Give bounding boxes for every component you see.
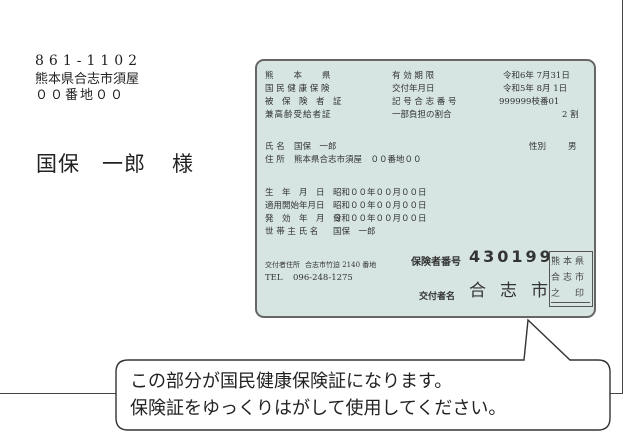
issuer-address-value: 合志市竹迫 2140 番地	[305, 261, 377, 269]
sex-value: 男	[568, 142, 577, 152]
tel-label: TEL	[265, 273, 283, 283]
issuer-address-label: 交付者住所	[265, 261, 300, 269]
tel-value: 096-248-1275	[293, 273, 353, 283]
callout-outline	[115, 318, 611, 431]
birth-date-label: 生 年 月 日	[265, 188, 325, 198]
issuer-name-value: 合志市	[469, 281, 562, 301]
seal-line-3: 之 印	[551, 286, 590, 303]
issue-date-label: 交付年月日	[392, 84, 435, 94]
effective-date-value: 令和００年００月００日	[333, 214, 427, 224]
card-address-label: 住 所	[265, 155, 285, 165]
valid-period-label: 有 効 期 限	[392, 71, 435, 81]
effective-date-label: 発 効 年 月 日	[265, 214, 342, 224]
recipient-name: 国保 一郎	[36, 152, 146, 176]
callout-line-1: この部分が国民健康保険証になります。	[130, 371, 453, 392]
card-address-value: 熊本県合志市須屋 ００番地００	[294, 155, 422, 165]
name-value: 国保 一郎	[294, 142, 337, 152]
issuer-name-label: 交付者名	[419, 292, 456, 302]
card-title-3: 兼高齢受給者証	[265, 110, 332, 120]
issue-date-value: 令和5年 8月 1日	[503, 84, 568, 94]
seal-line-1: 熊本県	[551, 257, 588, 267]
address-line-1: 熊本県合志市須屋	[35, 72, 140, 87]
official-seal: 熊本県 合志市 之 印	[549, 251, 593, 307]
insurer-number-value: 430199	[469, 247, 554, 266]
card-title-1: 国 民 健 康 保 険	[265, 84, 330, 94]
recipient-name-block: 国保 一郎 様	[36, 148, 193, 178]
recipient-honorific: 様	[172, 152, 193, 176]
copay-ratio-value: 2 割	[562, 110, 579, 120]
start-date-value: 昭和００年００月００日	[333, 201, 427, 211]
address-line-2: ００番地００	[35, 88, 126, 103]
card-title-2: 被 保 険 者 証	[265, 97, 342, 107]
name-label: 氏 名	[265, 142, 285, 152]
callout-line-2: 保険証をゆっくりはがして使用してください。	[130, 398, 507, 419]
start-date-label: 適用開始年月日	[265, 201, 325, 211]
seal-line-2: 合志市	[551, 273, 588, 283]
sex-label: 性別	[529, 142, 547, 152]
householder-label: 世 帯 主 氏 名	[265, 227, 319, 237]
card-prefecture: 熊 本 県	[265, 71, 332, 81]
symbol-number-label: 記 号 合 志 番 号	[392, 97, 457, 107]
copay-ratio-label: 一部負担の割合	[392, 110, 452, 120]
postal-code: 861-1102	[35, 53, 143, 69]
householder-value: 国保 一郎	[333, 227, 376, 237]
birth-date-value: 昭和００年００月００日	[333, 188, 427, 198]
symbol-number-value: 999999枝番01	[499, 97, 560, 107]
valid-period-value: 令和6年 7月31日	[503, 71, 570, 81]
insurer-number-label: 保険者番号	[411, 257, 461, 268]
insurance-card[interactable]: 熊 本 県 有 効 期 限 令和6年 7月31日 国 民 健 康 保 険 交付年…	[255, 59, 596, 318]
